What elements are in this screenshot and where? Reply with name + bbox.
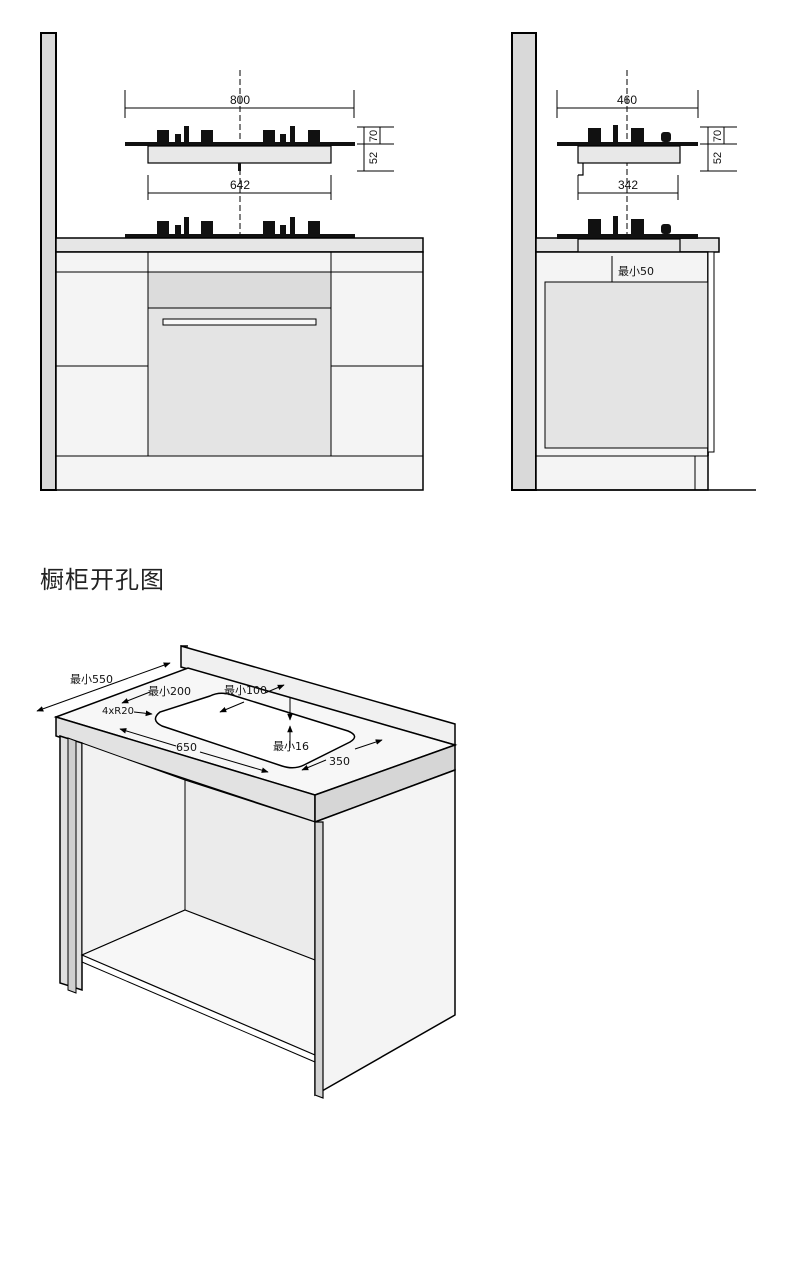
back-margin-label: 最小100 [224,684,267,697]
front-width-label: 800 [230,93,250,107]
thickness-dimension: 最小16 [273,698,309,753]
front-hob-upper [125,126,355,171]
front-view: 800 70 52 [40,32,424,491]
back-margin-dimension: 最小100 [219,684,285,713]
front-wall [40,32,57,491]
side-cutout-dimension: 342 [577,175,679,200]
side-height-upper-label: 70 [712,130,724,142]
side-width-label: 460 [617,93,637,107]
front-cabinet [55,237,424,491]
front-cutout-dimension: 642 [147,175,332,200]
cut-width-dimension: 350 [301,739,383,771]
corner-radius-note: 4xR20 [102,706,153,717]
side-width-dimension: 460 [556,90,699,118]
min-thickness-label: 最小16 [273,740,309,753]
front-cutout-label: 642 [230,178,250,192]
corner-radius-label: 4xR20 [102,706,134,717]
depth-dimension: 最小550 [36,662,171,712]
side-cutout-label: 342 [618,178,638,192]
depth-label: 最小550 [70,673,113,686]
front-margin-label: 最小200 [148,685,191,698]
front-hob-installed [125,217,355,238]
front-height-lower-label: 52 [368,152,380,164]
cabinet-left-inner [67,737,77,994]
cut-width-label: 350 [329,755,350,768]
side-view: 460 70 52 342 [511,32,756,491]
front-margin-dimension: 最小200 [121,685,191,704]
side-hob-installed [588,216,671,234]
side-height-dimension: 70 52 [700,126,737,172]
section-title: 橱柜开孔图 [40,566,165,594]
cabinet-right-panel [314,768,456,1097]
cutout-perspective: 最小550 最小200 最小100 4xR20 最小16 650 [36,645,458,1099]
cut-length-dimension: 650 [119,728,269,773]
front-width-dimension: 800 [124,90,355,118]
front-height-dimension: 70 52 [357,126,394,172]
cutout-opening [154,692,356,769]
front-height-upper-label: 70 [368,130,380,142]
cut-length-label: 650 [176,741,197,754]
side-wall [511,32,537,491]
cabinet-right-panel-front [314,821,324,1099]
side-min-clearance-label: 最小50 [618,265,654,278]
side-cabinet: 最小50 [535,234,756,491]
side-height-lower-label: 52 [712,152,724,164]
side-hob-upper [557,125,698,176]
